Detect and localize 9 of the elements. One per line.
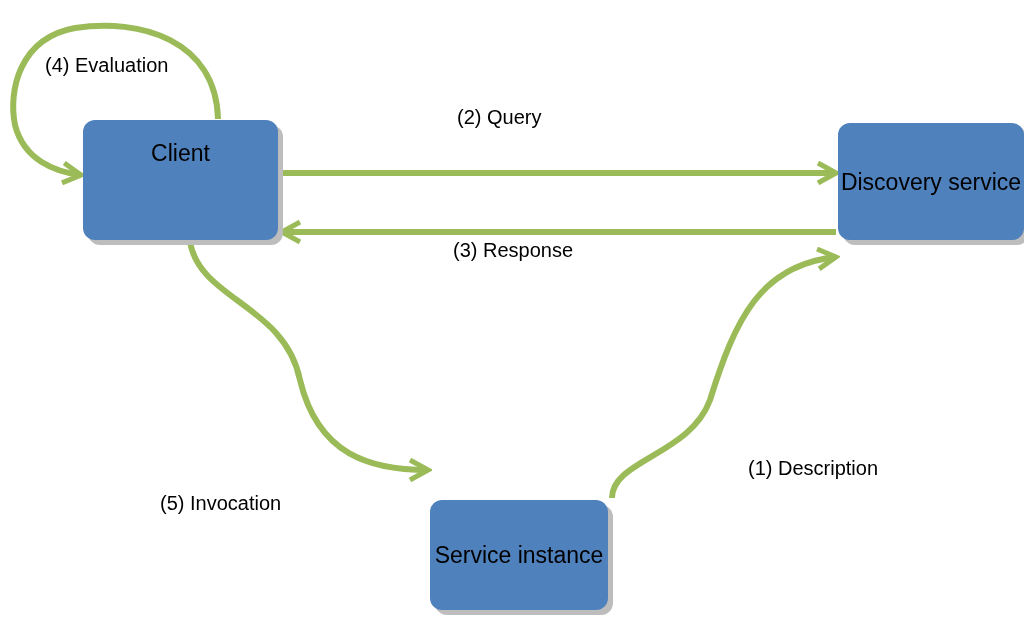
node-label: Client (151, 139, 210, 168)
edge-label: (2) Query (455, 106, 544, 129)
edge-label: (3) Response (451, 239, 576, 262)
arrow (10, 22, 221, 185)
arrow (280, 160, 839, 186)
node-label: Service instance (434, 541, 604, 570)
node-label: Discovery service (840, 167, 1022, 197)
edge-label: (4) Evaluation (43, 54, 171, 77)
arrow (609, 247, 839, 499)
